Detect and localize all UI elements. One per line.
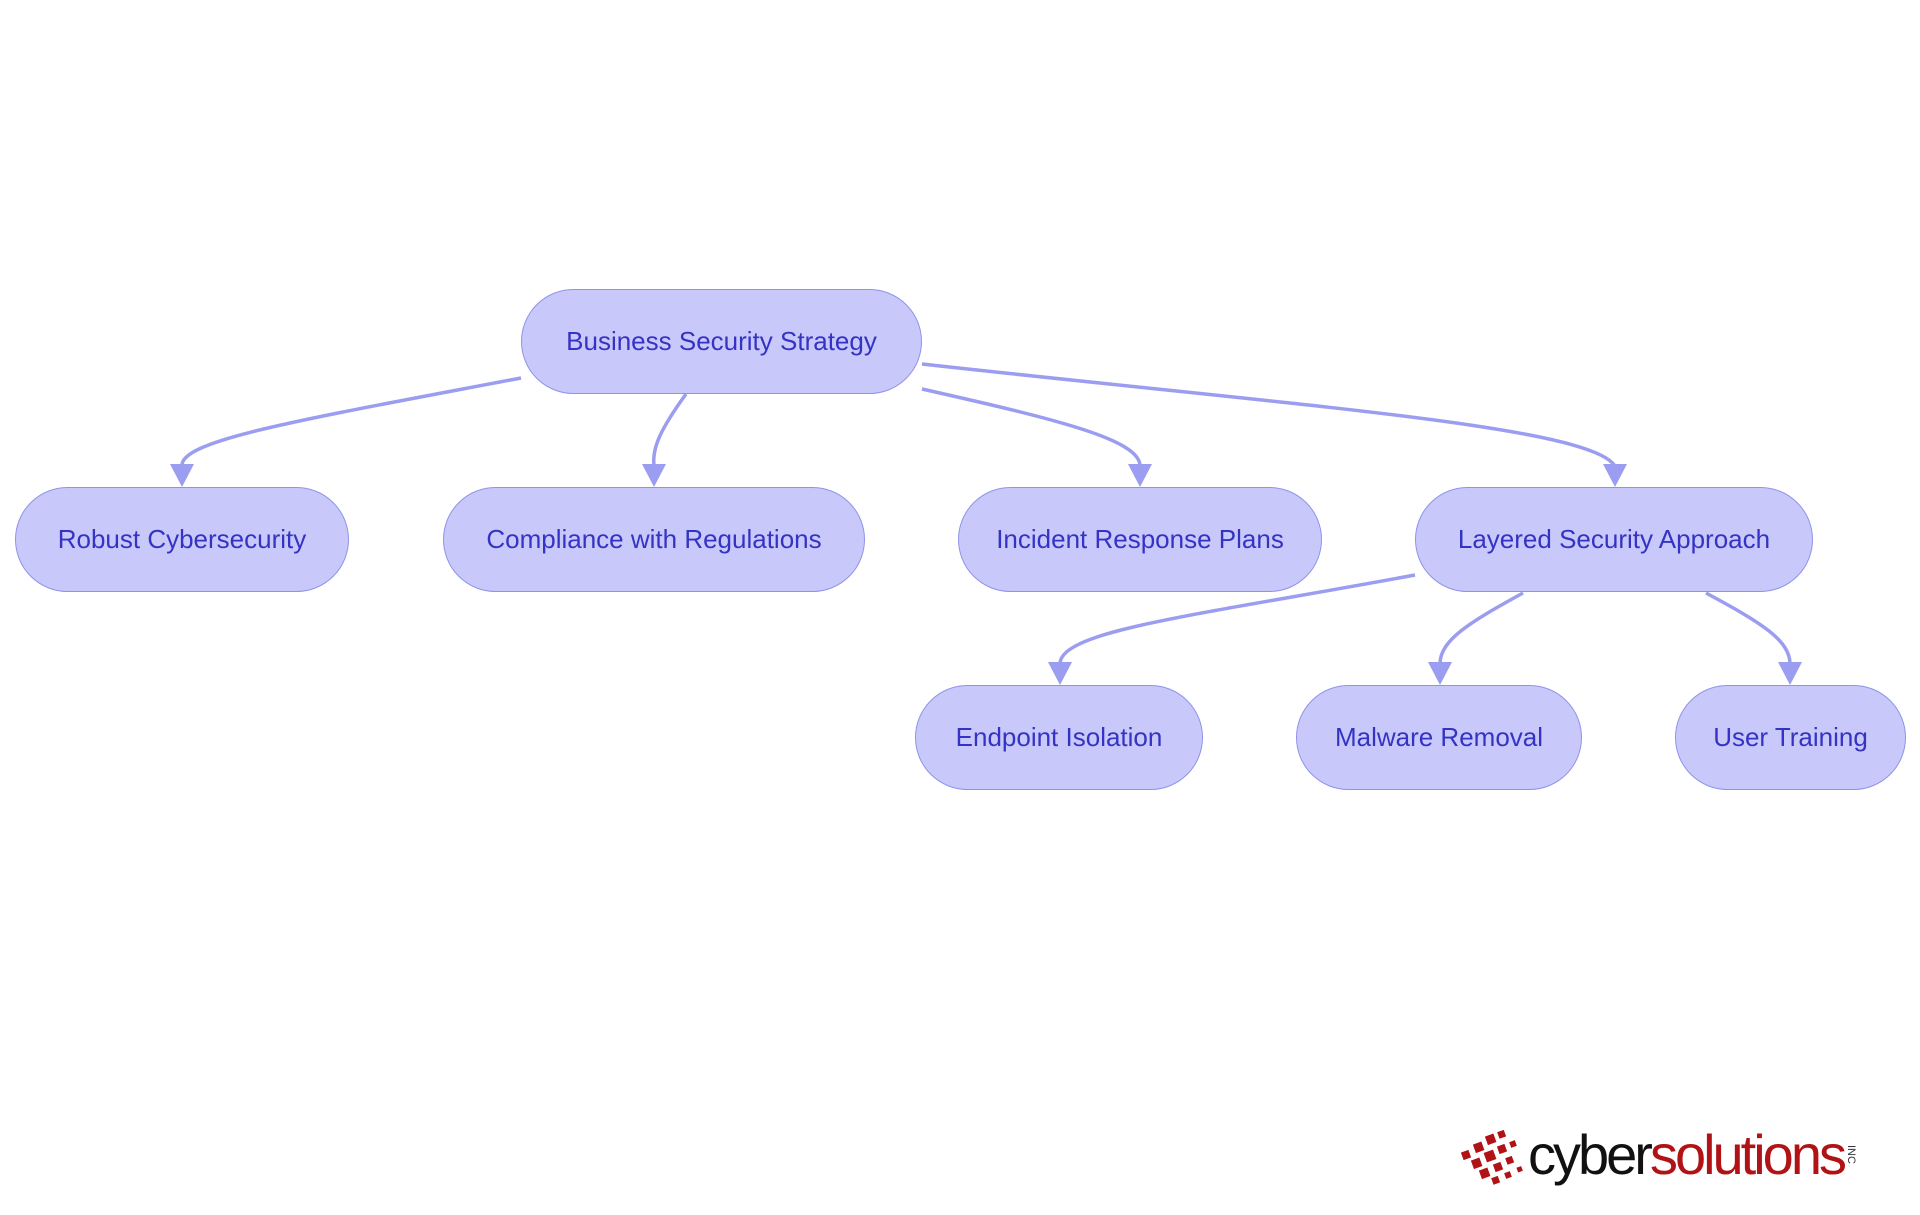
node-incident-response-plans: Incident Response Plans — [958, 487, 1322, 592]
logo-text-dark: cyber — [1528, 1123, 1653, 1186]
edge-root-layered-arrowhead — [1603, 464, 1627, 487]
edge-layered-malware — [1438, 591, 1524, 665]
node-label: Business Security Strategy — [566, 326, 877, 356]
node-label: User Training — [1713, 722, 1868, 752]
edge-layered-malware-arrowhead — [1428, 662, 1452, 685]
node-robust-cybersecurity: Robust Cybersecurity — [15, 487, 349, 592]
node-label: Malware Removal — [1334, 722, 1544, 752]
node-label: Endpoint Isolation — [955, 722, 1163, 752]
edge-root-robust-arrowhead — [170, 464, 194, 487]
node-user-training: User Training — [1675, 685, 1906, 790]
edge-layered-training-arrowhead — [1778, 662, 1802, 685]
edge-layered-endpoint-arrowhead — [1048, 662, 1072, 685]
node-endpoint-isolation: Endpoint Isolation — [915, 685, 1203, 790]
node-label: Incident Response Plans — [996, 524, 1284, 554]
edge-layered-training — [1705, 591, 1792, 665]
node-compliance-with-regulations: Compliance with Regulations — [443, 487, 865, 592]
edge-root-incident — [921, 387, 1142, 467]
cybersolutions-logo: cybersolutions INC — [1460, 1115, 1870, 1195]
node-business-security-strategy: Business Security Strategy — [521, 289, 922, 394]
edge-root-compliance — [651, 392, 688, 467]
edge-root-layered — [921, 362, 1617, 468]
logo-mark-icon — [1460, 1129, 1523, 1185]
edge-root-robust — [180, 376, 522, 467]
edge-root-compliance-arrowhead — [642, 464, 666, 487]
logo-inc: INC — [1845, 1145, 1857, 1164]
node-label: Layered Security Approach — [1457, 524, 1771, 554]
logo-text-red: solutions — [1649, 1123, 1847, 1186]
node-layered-security-approach: Layered Security Approach — [1415, 487, 1813, 592]
edge-layered-endpoint — [1058, 573, 1416, 665]
node-malware-removal: Malware Removal — [1296, 685, 1582, 790]
logo-wordmark: cybersolutions — [1528, 1115, 1847, 1195]
node-label: Robust Cybersecurity — [57, 524, 307, 554]
node-label: Compliance with Regulations — [486, 524, 822, 554]
edge-root-incident-arrowhead — [1128, 464, 1152, 487]
